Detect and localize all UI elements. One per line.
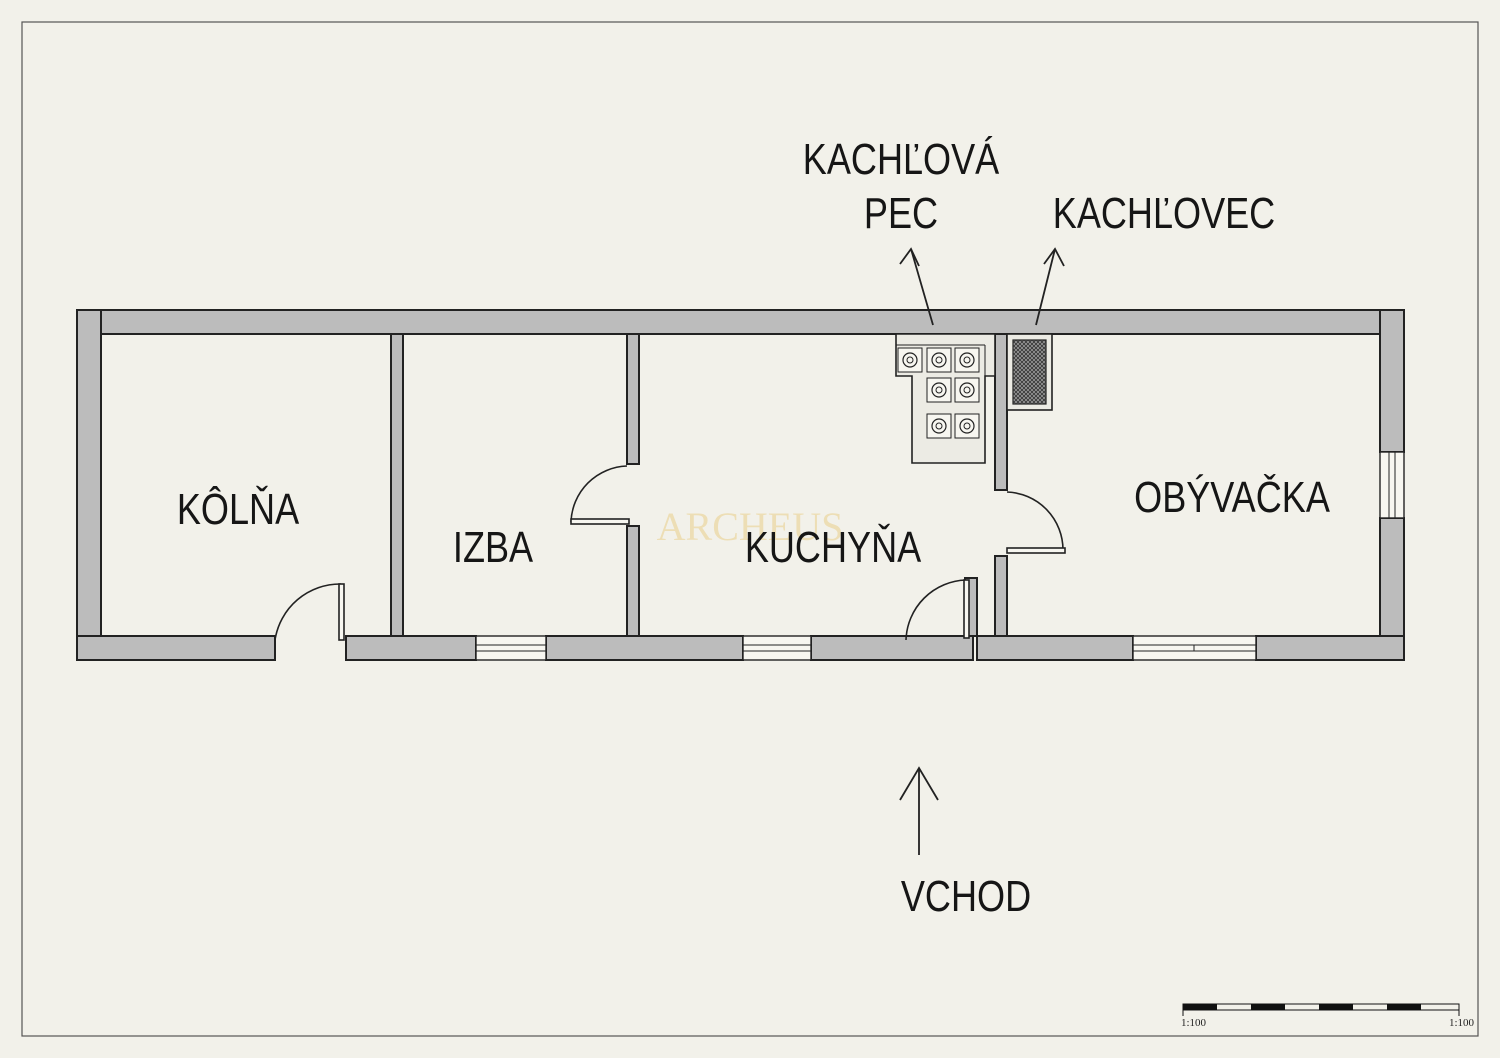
tiled-stove <box>895 333 996 464</box>
stove-burner <box>902 352 918 368</box>
sheet-frame <box>21 21 1479 1037</box>
callout-pec-line1: KACHĽOVÁ <box>803 135 1000 184</box>
stove-tile <box>954 377 980 403</box>
scale-bar: 1:100 1:100 <box>1181 1003 1475 1029</box>
window-obyvacka-side <box>1379 451 1405 519</box>
wall-kolna-izba <box>390 333 404 637</box>
stove-burner <box>931 352 947 368</box>
room-label-kolna: KÔLŇA <box>177 485 299 534</box>
arrows <box>899 247 1065 855</box>
wall-kuchyna-obyvacka-upper <box>994 333 1008 491</box>
stove-burner-inner <box>963 386 971 394</box>
arrow-entrance <box>899 766 939 855</box>
scale-label-right: 1:100 <box>1449 1017 1475 1029</box>
stove-burner <box>959 382 975 398</box>
stove-burner-inner <box>906 356 914 364</box>
windows <box>475 451 1405 661</box>
room-label-obyvacka: OBÝVAČKA <box>1134 473 1330 522</box>
window-izba <box>475 635 547 661</box>
window-kuchyna <box>742 635 812 661</box>
wall-top <box>76 309 1405 335</box>
stove-burner-inner <box>935 356 943 364</box>
wall-izba-kuchyna-upper <box>626 333 640 465</box>
room-label-izba: IZBA <box>453 523 533 572</box>
stove-burner-inner <box>963 422 971 430</box>
window-obyvacka-bottom <box>1132 635 1257 661</box>
door-kuchyna-obyvacka <box>1006 491 1066 554</box>
wall-bottom-6 <box>1255 635 1405 661</box>
stove-tile <box>926 413 952 439</box>
watermark: ARCHEUS <box>657 504 844 549</box>
wall-bottom-5 <box>976 635 1134 661</box>
stove-tile <box>954 347 980 373</box>
wall-bottom-4 <box>810 635 974 661</box>
wall-bottom-2 <box>345 635 477 661</box>
wall-izba-kuchyna-lower <box>626 525 640 637</box>
scale-label-left: 1:100 <box>1181 1017 1207 1029</box>
door-kolna <box>274 583 345 641</box>
kachlovec <box>1006 333 1053 411</box>
stove-burner <box>931 418 947 434</box>
stove-burner <box>959 352 975 368</box>
stove-burner-inner <box>935 422 943 430</box>
stove-burner-inner <box>935 386 943 394</box>
callout-entrance: VCHOD <box>901 872 1031 921</box>
door-entrance <box>905 579 970 641</box>
stove-tile <box>926 377 952 403</box>
arrow-pec <box>899 247 934 326</box>
callout-kachlovec: KACHĽOVEC <box>1053 189 1275 238</box>
wall-bottom-1 <box>76 635 276 661</box>
stove-tile <box>954 413 980 439</box>
callout-pec-line2: PEC <box>864 189 938 238</box>
wall-kuchyna-obyvacka-lower <box>994 555 1008 637</box>
walls <box>76 309 1405 661</box>
room-label-kuchyna: KUCHYŇA <box>745 523 922 572</box>
stove-burner-inner <box>963 356 971 364</box>
stove-burner <box>959 418 975 434</box>
wall-left <box>76 309 102 661</box>
stove-tile <box>897 347 923 373</box>
wall-right-upper <box>1379 309 1405 453</box>
door-izba-kuchyna <box>570 465 630 525</box>
wall-bottom-3 <box>545 635 744 661</box>
stove-burner <box>931 382 947 398</box>
stove-tile <box>926 347 952 373</box>
doors <box>274 465 1066 641</box>
arrow-kachlovec <box>1035 247 1065 326</box>
